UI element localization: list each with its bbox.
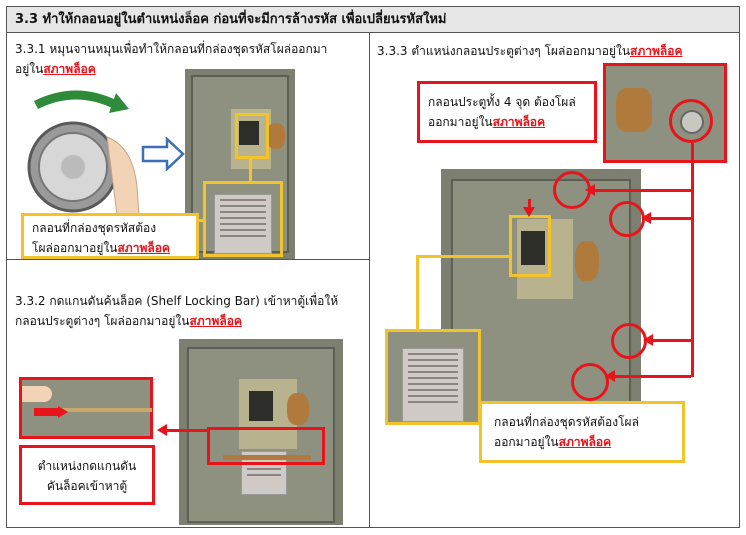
step3-callout-top: กลอนประตูทั้ง 4 จุด ต้องโผล่ ออกมาอยู่ใน… [417,81,597,143]
step1-callout-prefix: โผล่ออกมาอยู่ใน [32,241,118,255]
row-divider [7,259,369,260]
step3-callout-bottom: กลอนที่กล่องชุดรหัสต้องโผล่ ออกมาอยู่ในส… [479,401,685,463]
step3-callout-top-line1: กลอนประตูทั้ง 4 จุด ต้องโผล่ [428,95,576,109]
instruction-sheet: 3.3 ทำให้กลอนอยู่ในตำแหน่งล็อค ก่อนที่จะ… [6,6,740,528]
step2-line2-prefix: กลอนประตูต่างๆ โผล่ออกมาอยู่ใน [15,314,190,328]
bolt-circle-2 [609,201,645,237]
step3-callout-top-lock-status: สภาพล็อค [492,115,546,129]
step1-callout: กลอนที่กล่องชุดรหัสต้อง โผล่ออกมาอยู่ในส… [21,213,199,259]
rotate-arrow [33,90,119,110]
step3-callout-bottom-lock-status: สภาพล็อค [558,435,612,449]
locking-bar-highlight [207,427,325,465]
bolt-closeup-frame [203,181,283,257]
push-bar-closeup [19,377,153,439]
blue-arrow [141,137,185,171]
step3-callout-top-line2: ออกมาอยู่ในสภาพล็อค [428,112,586,132]
connector-trunk [691,143,694,377]
lockbox-highlight-3 [509,215,551,277]
label-sticker-2 [402,348,464,422]
thumb [22,386,52,402]
step2-callout-line2: คันล็อคเข้าหาตู้ [46,479,128,493]
step3-callout-bottom-line1: กลอนที่กล่องชุดรหัสต้องโผล่ [494,415,639,429]
lockbox-closeup [385,329,481,425]
step3-lock-status: สภาพล็อค [630,44,683,58]
step2-lock-status: สภาพล็อค [189,314,242,328]
step2-callout-line1: ตำแหน่งกดแกนดัน [37,459,137,473]
shelf-locking-bar [223,455,311,460]
step3-line1-prefix: 3.3.3 ตำแหน่งกลอนประตูต่างๆ โผล่ออกมาอยู… [377,44,631,58]
safe-photo-2 [179,339,343,525]
step2-text: 3.3.2 กดแกนดันค้นล็อค (Shelf Locking Bar… [15,291,338,331]
step2-line1: 3.3.2 กดแกนดันค้นล็อค (Shelf Locking Bar… [15,294,339,308]
step1-callout-line2: โผล่ออกมาอยู่ในสภาพล็อค [32,238,188,258]
dial-illustration [27,90,140,216]
column-divider [369,33,370,527]
step3-callout-bottom-line2: ออกมาอยู่ในสภาพล็อค [494,432,670,452]
bolt-circle-3 [611,323,647,359]
section-title: 3.3 ทำให้กลอนอยู่ในตำแหน่งล็อค ก่อนที่จะ… [7,7,739,33]
step2-line2: กลอนประตูต่างๆ โผล่ออกมาอยู่ในสภาพล็อค [15,311,338,331]
step1-lock-status: สภาพล็อค [43,62,96,76]
step1-line2-prefix: อยู่ใน [15,62,44,76]
step3-callout-top-prefix: ออกมาอยู่ใน [428,115,493,129]
bolt-circle-4 [571,363,609,401]
hand [106,136,140,216]
bolt-circle-top [669,99,713,143]
step2-callout: ตำแหน่งกดแกนดัน คันล็อคเข้าหาตู้ [19,445,155,505]
step1-line2: อยู่ในสภาพล็อค [15,59,327,79]
step1-text: 3.3.1 หมุนจานหมุนเพื่อทำให้กลอนที่กล่องช… [15,39,327,79]
step1-callout-line1: กลอนที่กล่องชุดรหัสต้อง [32,221,157,235]
label-sticker [214,194,272,254]
step1-callout-lock-status: สภาพล็อค [117,241,170,255]
step3-callout-bottom-prefix: ออกมาอยู่ใน [494,435,559,449]
step3-text: 3.3.3 ตำแหน่งกลอนประตูต่างๆ โผล่ออกมาอยู… [377,41,683,61]
step1-line1: 3.3.1 หมุนจานหมุนเพื่อทำให้กลอนที่กล่องช… [15,42,328,56]
lockbox-highlight [235,113,269,159]
